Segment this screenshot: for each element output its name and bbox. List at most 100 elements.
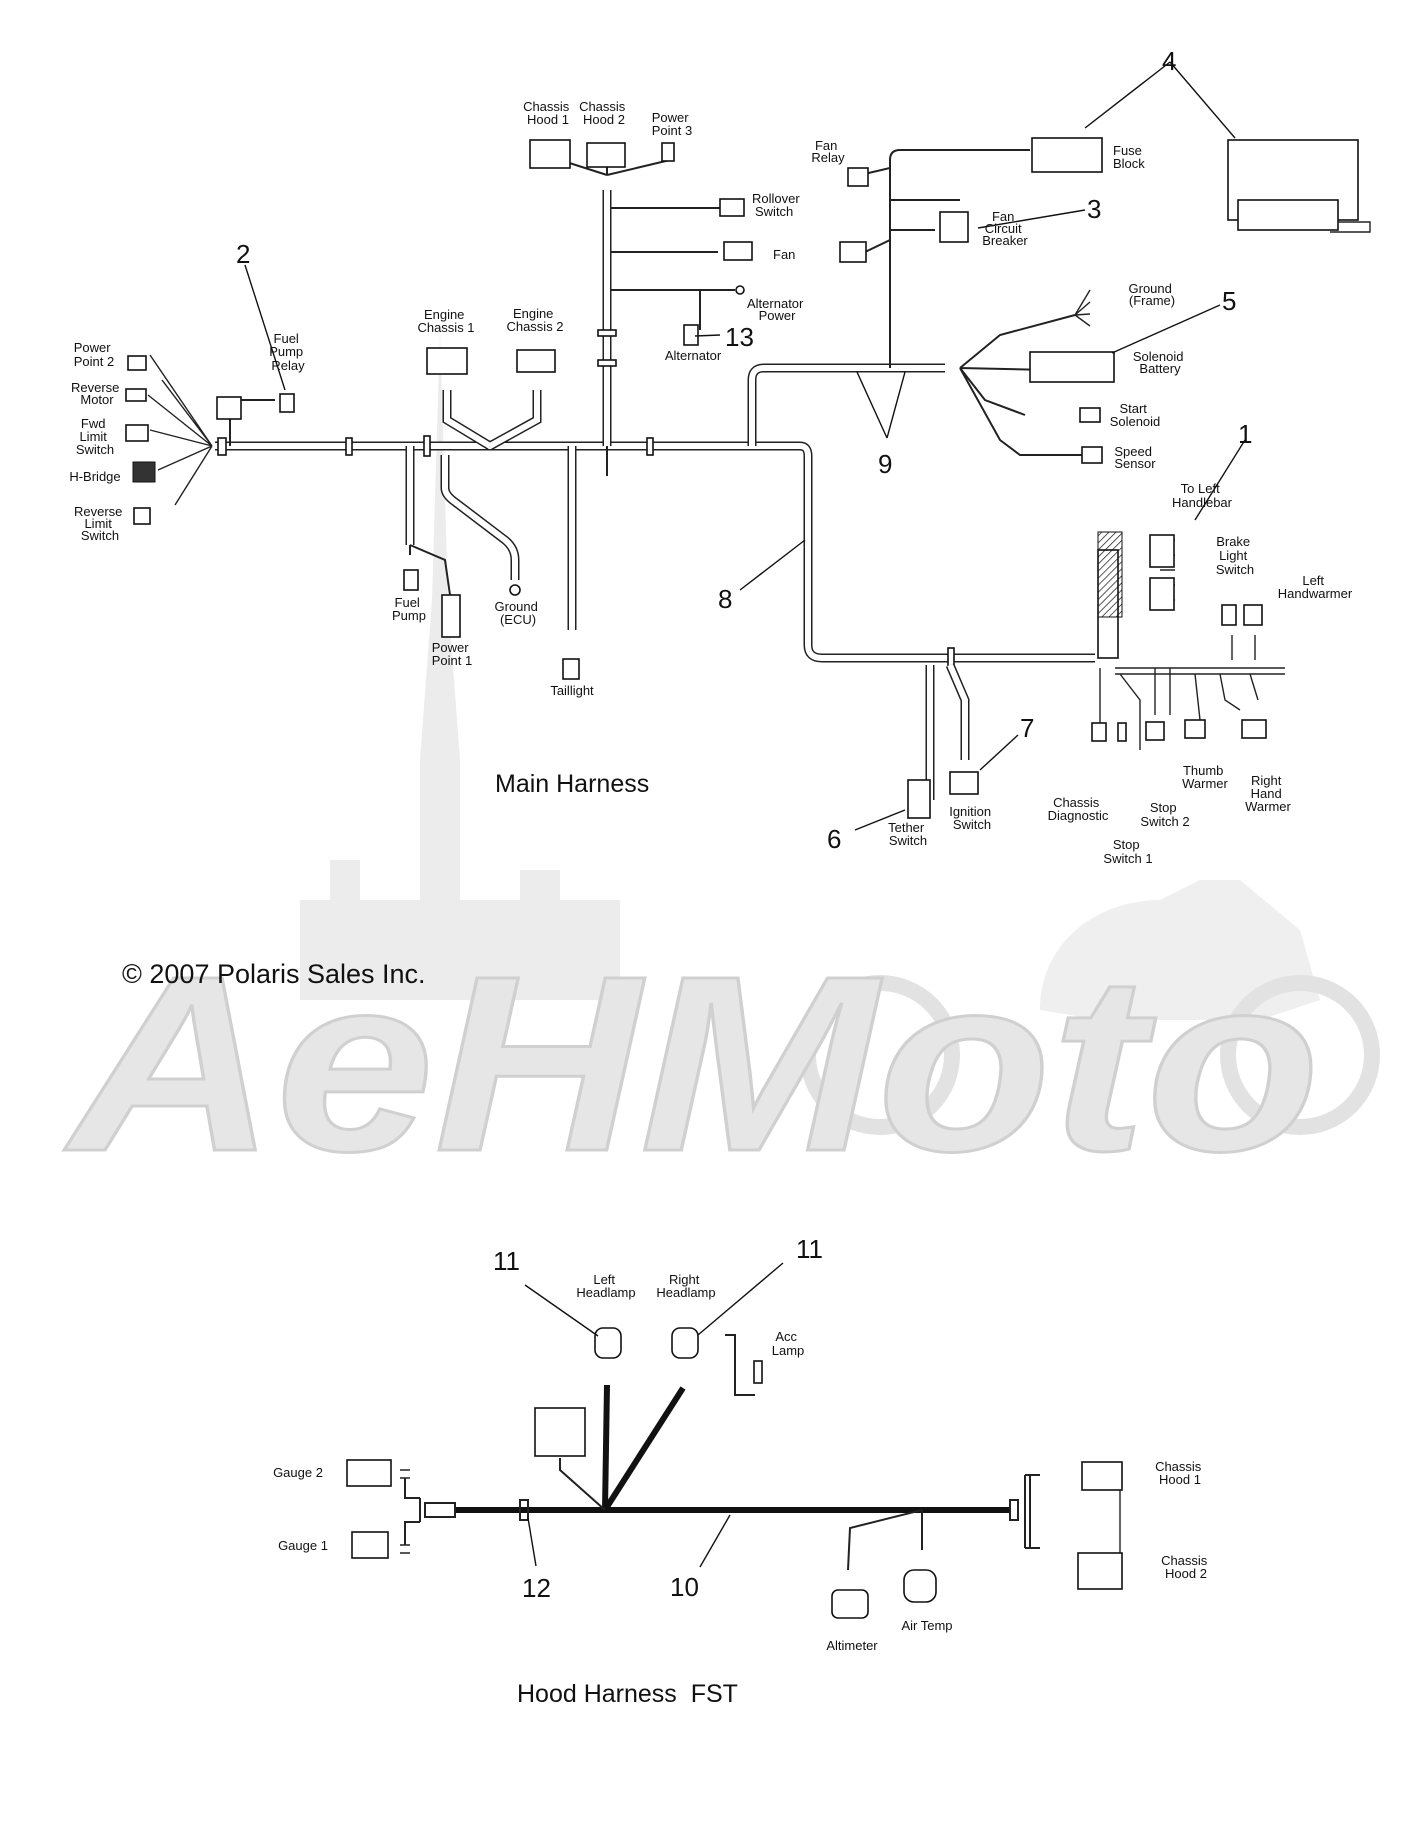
connector-air-temp[interactable] bbox=[903, 1569, 937, 1603]
label-speed-sensor: Speed Sensor bbox=[1114, 444, 1156, 471]
callout-8: 8 bbox=[718, 584, 732, 614]
connector-acc-lamp[interactable] bbox=[753, 1360, 763, 1384]
label-left-handwarmer: Left Handwarmer bbox=[1278, 573, 1353, 601]
callout-11-left: 11 bbox=[493, 1246, 520, 1276]
connector-fan-relay-socket[interactable] bbox=[839, 241, 867, 263]
connector-chassis-hood-2[interactable] bbox=[586, 142, 626, 168]
connector-fuel-pump-relay-housing[interactable] bbox=[216, 396, 242, 420]
label-thumb-warmer: Thumb Warmer bbox=[1182, 763, 1228, 791]
label-fan-relay: Fan Relay bbox=[811, 138, 845, 165]
label-air-temp: Air Temp bbox=[901, 1618, 952, 1633]
connector-left-handlebar-1[interactable] bbox=[1149, 534, 1175, 568]
callout-6: 7 bbox=[1020, 713, 1034, 743]
relay-socket[interactable] bbox=[534, 1407, 586, 1457]
label-ground-frame: Ground (Frame) bbox=[1129, 281, 1176, 308]
hood-harness-labels: Left Headlamp Right Headlamp Acc Lamp Ga… bbox=[273, 1272, 1208, 1653]
connector-h-bridge[interactable] bbox=[132, 461, 156, 483]
connector-left-headlamp[interactable] bbox=[594, 1327, 622, 1359]
label-fan: Fan bbox=[773, 247, 795, 262]
connector-fan-relay[interactable] bbox=[847, 167, 869, 187]
main-harness-connectors bbox=[125, 137, 1371, 819]
connector-alternator-power[interactable] bbox=[735, 285, 745, 295]
hood-harness-callouts: 11 11 12 10 bbox=[493, 1234, 823, 1603]
callout-11-right: 11 bbox=[796, 1234, 823, 1264]
connector-taillight[interactable] bbox=[562, 658, 580, 680]
label-right-headlamp: Right Headlamp bbox=[656, 1272, 715, 1300]
connector-left-handlebar-2[interactable] bbox=[1149, 577, 1175, 611]
connector-brake-light-switch[interactable] bbox=[1221, 604, 1237, 626]
connector-tether-switch[interactable] bbox=[907, 779, 931, 819]
connector-rollover-switch[interactable] bbox=[719, 198, 745, 217]
main-harness-labels: Power Point 2 Reverse Motor Fwd Limit Sw… bbox=[69, 99, 1353, 866]
callout-10: 10 bbox=[670, 1572, 699, 1602]
connector-engine-chassis-2[interactable] bbox=[516, 349, 556, 373]
connector-fuel-pump[interactable] bbox=[403, 569, 419, 591]
callout-1: 1 bbox=[1238, 419, 1252, 449]
callout-13: 13 bbox=[725, 322, 754, 352]
callout-3: 3 bbox=[1087, 194, 1101, 224]
handlebar-grip-block bbox=[1097, 531, 1123, 618]
label-gauge-2: Gauge 2 bbox=[273, 1465, 323, 1480]
connector-power-point-1[interactable] bbox=[441, 594, 461, 638]
connector-gauge-2[interactable] bbox=[346, 1459, 392, 1487]
connector-chassis-hood-1[interactable] bbox=[529, 139, 571, 169]
label-acc-lamp: Acc Lamp bbox=[772, 1329, 805, 1358]
callout-4: 4 bbox=[1162, 46, 1176, 76]
label-chassis-hood-1-hood: Chassis Hood 1 bbox=[1155, 1459, 1205, 1487]
hood-harness-title: Hood Harness FST bbox=[517, 1680, 738, 1708]
connector-reverse-motor[interactable] bbox=[125, 388, 147, 402]
watermark-wheel-rear bbox=[800, 975, 960, 1135]
connector-right-headlamp[interactable] bbox=[671, 1327, 699, 1359]
label-start-solenoid: Start Solenoid bbox=[1110, 401, 1161, 429]
label-brake-light-switch: Brake Light Switch bbox=[1216, 534, 1254, 577]
connector-fwd-limit-switch[interactable] bbox=[125, 424, 149, 442]
callout-12: 12 bbox=[522, 1573, 551, 1603]
fuse-block-base bbox=[1237, 199, 1339, 231]
hood-harness-connectors bbox=[346, 1327, 1123, 1619]
label-stop-switch-2: Stop Switch 2 bbox=[1140, 800, 1189, 829]
label-chassis-hood-1: Chassis Hood 1 bbox=[523, 99, 573, 127]
connector-stop-switch-2[interactable] bbox=[1145, 721, 1165, 741]
connector-chassis-hood-1-hood[interactable] bbox=[1081, 1461, 1123, 1491]
connector-fan-circuit-breaker[interactable] bbox=[939, 211, 969, 243]
connector-right-hand-warmer[interactable] bbox=[1241, 719, 1267, 739]
connector-speed-sensor[interactable] bbox=[1081, 446, 1103, 464]
label-tether-switch: Tether Switch bbox=[888, 820, 928, 848]
connector-ignition-switch[interactable] bbox=[949, 771, 979, 795]
label-ground-ecu: Ground (ECU) bbox=[495, 599, 542, 627]
label-to-left-handlebar: To Left Handlebar bbox=[1172, 481, 1233, 510]
connector-stop-switch-1[interactable] bbox=[1117, 722, 1127, 742]
connector-fuel-pump-relay[interactable] bbox=[279, 393, 295, 413]
watermark-motorcycle-silhouette bbox=[1040, 880, 1320, 1020]
label-gauge-1: Gauge 1 bbox=[278, 1538, 328, 1553]
label-chassis-hood-2: Chassis Hood 2 bbox=[579, 99, 629, 127]
connector-engine-chassis-1[interactable] bbox=[426, 347, 468, 375]
connector-ground-ecu[interactable] bbox=[509, 584, 521, 596]
connector-gauge-1[interactable] bbox=[351, 1531, 389, 1559]
connector-start-solenoid[interactable] bbox=[1079, 407, 1101, 423]
callout-5: 5 bbox=[1222, 286, 1236, 316]
label-fuse-block: Fuse Block bbox=[1113, 143, 1146, 171]
connector-power-point-2[interactable] bbox=[127, 355, 147, 371]
connector-alternator[interactable] bbox=[683, 324, 699, 346]
connector-chassis-hood-2-hood[interactable] bbox=[1077, 1552, 1123, 1590]
callout-7: 6 bbox=[827, 824, 841, 854]
connector-thumb-warmer[interactable] bbox=[1184, 719, 1206, 739]
label-altimeter: Altimeter bbox=[826, 1638, 878, 1653]
watermark-wheel-front bbox=[1220, 975, 1380, 1135]
connector-power-point-3[interactable] bbox=[661, 142, 675, 162]
connector-altimeter[interactable] bbox=[831, 1589, 869, 1619]
callout-2: 2 bbox=[236, 239, 250, 269]
connector-solenoid-battery[interactable] bbox=[1029, 351, 1115, 383]
connector-fan[interactable] bbox=[723, 241, 753, 261]
label-reverse-motor: Reverse Motor bbox=[71, 380, 123, 407]
label-fan-circuit-breaker: Fan Circuit Breaker bbox=[982, 209, 1028, 248]
connector-left-handwarmer[interactable] bbox=[1243, 604, 1263, 626]
label-fwd-limit-switch: Fwd Limit Switch bbox=[76, 416, 114, 457]
connector-reverse-limit-switch[interactable] bbox=[133, 507, 151, 525]
label-right-hand-warmer: Right Hand Warmer bbox=[1245, 773, 1291, 814]
connector-fuse-block[interactable] bbox=[1031, 137, 1103, 173]
label-taillight: Taillight bbox=[550, 683, 594, 698]
connector-chassis-diagnostic[interactable] bbox=[1091, 722, 1107, 742]
